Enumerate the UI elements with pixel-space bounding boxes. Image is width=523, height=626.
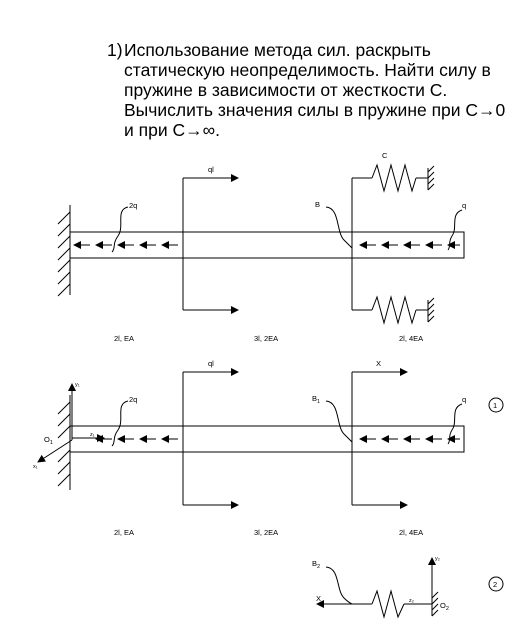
label-O2: O2 [440, 601, 449, 612]
label-z2: z₂ [409, 598, 414, 604]
label-X: X [316, 594, 321, 603]
label-ql: ql [208, 165, 214, 174]
segment-label-2: 3l, 2EA [254, 528, 278, 537]
circle-marker-2 [488, 576, 504, 592]
label-O1: O1 [44, 435, 53, 446]
label-ql: ql [208, 359, 214, 368]
distributed-load-2q [95, 400, 178, 447]
rod [69, 425, 465, 453]
diagram-1 [57, 163, 465, 325]
circle-number-2: 2 [493, 580, 497, 589]
segment-label-2: 3l, 2EA [254, 334, 278, 343]
segment-label-3: 2l, 4EA [399, 528, 423, 537]
axis-x1 [37, 439, 73, 463]
distributed-load-q [359, 209, 463, 251]
spring-top [352, 163, 435, 193]
label-B2: B2 [312, 559, 320, 570]
problem-number: 1) [107, 40, 123, 60]
fixed-wall-hatching [431, 591, 439, 617]
rod [69, 231, 465, 259]
circle-marker-1 [488, 397, 504, 413]
problem-statement: 1) Использование метода сил. раскрыть ст… [107, 40, 507, 140]
circle-number-1: 1 [493, 401, 497, 410]
label-2q: 2q [129, 201, 137, 210]
label-q: q [462, 395, 466, 404]
segment-label-1: 2l, EA [114, 334, 134, 343]
diagram-3 [316, 557, 504, 619]
distributed-load-2q [73, 206, 178, 253]
label-q: q [462, 201, 466, 210]
label-x1: x₁ [33, 464, 38, 470]
label-B1: B1 [312, 394, 320, 405]
problem-text: Использование метода сил. раскрыть стати… [124, 40, 506, 140]
leader-B2 [325, 566, 353, 605]
distributed-load-q [359, 403, 463, 445]
label-2q: 2q [129, 395, 137, 404]
label-y1: y₁ [75, 382, 80, 388]
segment-label-1: 2l, EA [114, 528, 134, 537]
label-B: B [315, 200, 320, 209]
label-y2: y₂ [435, 556, 440, 562]
diagram-2 [37, 368, 504, 509]
leader-B1 [325, 400, 353, 443]
label-z1: z₁ [90, 432, 95, 438]
label-X: X [376, 359, 381, 368]
label-C: C [382, 151, 388, 160]
spring-bottom [352, 295, 435, 325]
leader-B [325, 206, 353, 249]
segment-label-3: 2l, 4EA [399, 334, 423, 343]
fixed-wall-hatching [57, 205, 71, 297]
